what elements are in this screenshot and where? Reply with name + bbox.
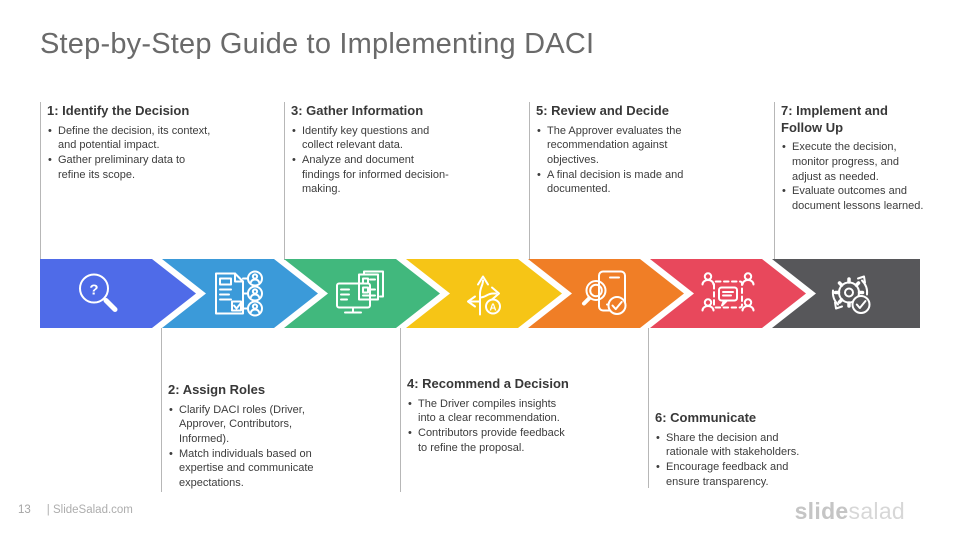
step-2-bullet-text: Clarify DACI roles (Driver, Approver, Co…	[179, 403, 305, 445]
step-4-bullet: • The Driver compiles insights into a cle…	[407, 397, 570, 426]
bullet-dot: •	[408, 397, 412, 410]
step-3-bullet: • Analyze and document findings for infor…	[291, 153, 449, 197]
bullet-dot: •	[656, 431, 660, 444]
step-2-bullet-text: Match individuals based on expertise and…	[179, 447, 314, 489]
step-1-bullet: • Define the decision, its context, and p…	[47, 124, 214, 153]
logo-part-light: salad	[848, 498, 905, 524]
step-3-title: 3: Gather Information	[291, 103, 424, 118]
step-6-bullet-text: Share the decision and rationale with st…	[666, 431, 800, 459]
step-6-title: 6: Communicate	[655, 410, 757, 425]
step-1-bullet-text: Gather preliminary data to refine its sc…	[58, 153, 186, 181]
step-4-block: 4: Recommend a Decision • The Driver comp…	[407, 376, 570, 455]
step-1-bullet: • Gather preliminary data to refine its s…	[47, 153, 214, 182]
step-6-bullet: • Share the decision and rationale with s…	[655, 431, 814, 460]
process-chevron-band: ?	[40, 259, 920, 328]
step-7-bullet-text: Evaluate outcomes and document lessons l…	[792, 185, 924, 212]
page-number: 13	[18, 504, 31, 516]
bullet-dot: •	[169, 447, 173, 460]
slidesalad-logo: slidesalad	[795, 498, 905, 525]
step-6-bullet: • Encourage feedback and ensure transpare…	[655, 460, 814, 489]
step-1-title: 1: Identify the Decision	[47, 103, 190, 118]
bullet-dot: •	[292, 153, 296, 166]
step-7-bullet-text: Execute the decision, monitor progress, …	[792, 141, 899, 183]
svg-text:?: ?	[89, 282, 98, 299]
chevron-step-2	[162, 259, 318, 328]
footer: 13 | SlideSalad.com	[18, 504, 133, 516]
svg-text:A: A	[489, 302, 496, 313]
step-5-bullet: • A final decision is made and documented…	[536, 168, 699, 197]
bullet-dot: •	[48, 124, 52, 137]
bullet-dot: •	[782, 185, 786, 198]
bullet-dot: •	[408, 426, 412, 439]
chevron-step-4	[406, 259, 562, 328]
connector-line-step5	[529, 102, 530, 260]
step-5-block: 5: Review and Decide • The Approver evalu…	[536, 103, 699, 197]
bullet-dot: •	[292, 124, 296, 137]
chevron-step-1	[40, 259, 196, 328]
branching-arrows-icon: A	[467, 275, 501, 316]
step-3-bullet-text: Analyze and document findings for inform…	[302, 153, 449, 196]
bullet-dot: •	[782, 141, 786, 154]
step-3-bullet-text: Identify key questions and collect relev…	[302, 124, 430, 152]
step-7-title: 7: Implement and Follow Up	[781, 103, 888, 135]
bullet-dot: •	[537, 124, 541, 137]
step-7-bullet: • Execute the decision, monitor progress,…	[781, 140, 931, 184]
step-6-block: 6: Communicate • Share the decision and r…	[655, 410, 814, 489]
chevron-step-6	[650, 259, 806, 328]
step-2-title: 2: Assign Roles	[168, 382, 266, 397]
step-7-bullet: • Evaluate outcomes and document lessons …	[781, 184, 931, 213]
step-3-block: 3: Gather Information • Identify key ques…	[291, 103, 449, 197]
bullet-dot: •	[48, 153, 52, 166]
magnifier-checklist-check-icon	[582, 270, 627, 315]
bullet-dot: •	[169, 403, 173, 416]
computer-documents-icon	[336, 270, 384, 314]
step-1-bullet-text: Define the decision, its context, and po…	[58, 124, 211, 152]
connector-line-step4	[400, 328, 401, 492]
connector-line-step3	[284, 102, 285, 260]
connector-line-step6	[648, 328, 649, 488]
step-4-bullet-text: The Driver compiles insights into a clea…	[418, 397, 560, 425]
gear-refresh-check-icon	[831, 275, 871, 314]
step-5-bullet-text: A final decision is made and documented.	[547, 168, 684, 196]
bullet-dot: •	[656, 460, 660, 473]
step-4-title: 4: Recommend a Decision	[407, 376, 569, 391]
logo-part-bold: slide	[794, 498, 849, 524]
bullet-dot: •	[537, 168, 541, 181]
connector-line-step2	[161, 328, 162, 492]
connector-line-step7	[774, 102, 775, 260]
step-5-bullet: • The Approver evaluates the recommendati…	[536, 124, 699, 168]
step-2-bullet: • Match individuals based on expertise an…	[168, 447, 330, 491]
page-title: Step-by-Step Guide to Implementing DACI	[40, 28, 595, 60]
footer-site-label: | SlideSalad.com	[46, 504, 133, 516]
step-1-block: 1: Identify the Decision • Define the dec…	[47, 103, 214, 182]
step-4-bullet: • Contributors provide feedback to refine…	[407, 426, 570, 455]
step-6-bullet-text: Encourage feedback and ensure transparen…	[666, 460, 789, 488]
chevron-step-3	[284, 259, 440, 328]
people-chat-icon	[701, 272, 755, 312]
step-5-bullet-text: The Approver evaluates the recommendatio…	[547, 124, 682, 166]
step-4-bullet-text: Contributors provide feedback to refine …	[418, 426, 565, 454]
document-assign-people-icon	[215, 270, 263, 317]
step-7-block: 7: Implement and Follow Up • Execute the …	[781, 103, 931, 213]
connector-line-step1	[40, 102, 41, 260]
step-3-bullet: • Identify key questions and collect rele…	[291, 124, 449, 153]
step-5-title: 5: Review and Decide	[536, 103, 669, 118]
magnifier-question-icon: ?	[79, 273, 118, 312]
step-2-bullet: • Clarify DACI roles (Driver, Approver, C…	[168, 403, 330, 447]
step-2-block: 2: Assign Roles • Clarify DACI roles (Dri…	[168, 382, 330, 490]
